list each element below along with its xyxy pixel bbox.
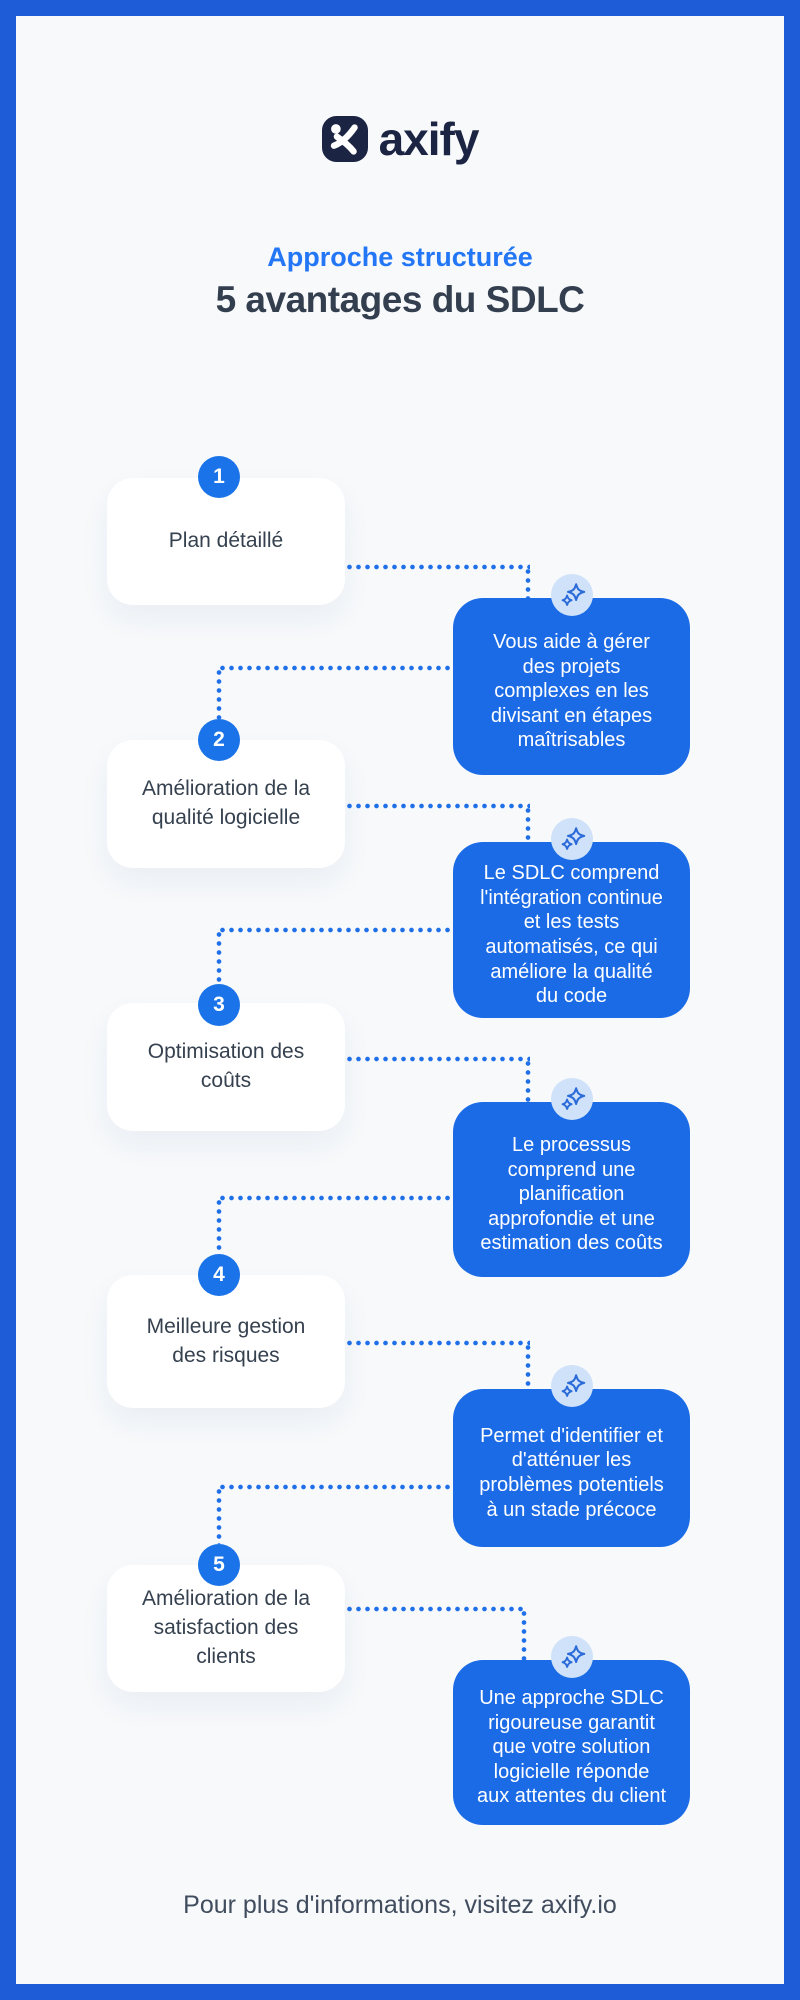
- connector-2-horizontal: [345, 803, 530, 809]
- connector-4b-horizontal: [218, 1484, 453, 1490]
- step-2-number: 2: [213, 728, 225, 751]
- connector-2-vertical: [525, 806, 531, 842]
- step-5-description: Une approche SDLC rigoureuse garantit qu…: [477, 1687, 667, 1808]
- kicker-text: Approche structurée: [267, 242, 533, 272]
- step-2-label-card: Amélioration de la qualité logicielle: [107, 740, 345, 868]
- step-5-label: Amélioration de la satisfaction des clie…: [141, 1587, 311, 1668]
- connector-5-vertical: [521, 1609, 527, 1660]
- step-4-label-card: Meilleure gestion des risques: [107, 1275, 345, 1408]
- connector-4b-vertical: [216, 1487, 222, 1544]
- step-4-description: Permet d'identifier et d'atténuer les pr…: [479, 1424, 664, 1521]
- step-1-description-card: Vous aide à gérer des projets complexes …: [453, 598, 690, 775]
- step-5-label-card: Amélioration de la satisfaction des clie…: [107, 1565, 345, 1692]
- connector-3-horizontal: [345, 1056, 530, 1062]
- page-title: 5 avantages du SDLC: [215, 279, 585, 320]
- step-2-sparkles-badge: [551, 818, 593, 860]
- connector-1-vertical: [525, 567, 531, 599]
- step-1-number-badge: 1: [198, 456, 240, 498]
- connector-3b-vertical: [216, 1198, 222, 1254]
- connector-2b-horizontal: [218, 927, 453, 933]
- axify-logo-icon: [321, 116, 368, 162]
- sparkles-icon: [561, 1644, 585, 1668]
- step-4-label: Meilleure gestion des risques: [146, 1314, 306, 1367]
- step-5-description-card: Une approche SDLC rigoureuse garantit qu…: [453, 1660, 690, 1825]
- connector-3-vertical: [525, 1059, 531, 1102]
- connector-5-horizontal: [345, 1606, 526, 1612]
- step-5-number: 5: [213, 1553, 225, 1576]
- step-2-label: Amélioration de la qualité logicielle: [141, 777, 311, 829]
- step-2-number-badge: 2: [198, 719, 240, 761]
- step-4-description-card: Permet d'identifier et d'atténuer les pr…: [453, 1389, 690, 1547]
- sparkles-icon: [561, 826, 585, 850]
- connector-1-horizontal: [345, 564, 530, 570]
- sparkles-icon: [561, 582, 585, 606]
- step-5-number-badge: 5: [198, 1544, 240, 1586]
- brand-wordmark: axify: [378, 113, 480, 165]
- step-2-description: Le SDLC comprend l'intégration continue …: [480, 862, 663, 1008]
- step-5-sparkles-badge: [551, 1636, 593, 1678]
- connector-4-vertical: [525, 1343, 531, 1389]
- step-3-number: 3: [213, 993, 225, 1016]
- step-1-label-card: Plan détaillé: [107, 478, 345, 605]
- connector-1b-vertical: [216, 668, 222, 719]
- step-4-number: 4: [213, 1263, 225, 1286]
- sparkles-icon: [561, 1086, 585, 1110]
- step-1-sparkles-badge: [551, 574, 593, 616]
- step-2-description-card: Le SDLC comprend l'intégration continue …: [453, 842, 690, 1018]
- connector-2b-vertical: [216, 930, 222, 984]
- step-4-number-badge: 4: [198, 1254, 240, 1296]
- step-3-description-card: Le processus comprend une planification …: [453, 1102, 690, 1277]
- step-3-label: Optimisation des coûts: [147, 1040, 305, 1092]
- sparkles-icon: [561, 1373, 585, 1397]
- step-3-sparkles-badge: [551, 1078, 593, 1120]
- footer-text: Pour plus d'informations, visitez axify.…: [183, 1891, 617, 1919]
- step-1-description: Vous aide à gérer des projets complexes …: [490, 631, 653, 752]
- connector-4-horizontal: [345, 1340, 530, 1346]
- step-3-description: Le processus comprend une planification …: [480, 1134, 663, 1255]
- step-4-sparkles-badge: [551, 1365, 593, 1407]
- infographic-canvas: axify Approche structurée 5 avantages du…: [16, 16, 784, 1984]
- connector-1b-horizontal: [218, 665, 453, 671]
- step-1-number: 1: [213, 465, 225, 488]
- step-3-number-badge: 3: [198, 984, 240, 1026]
- brand-logo: axify: [16, 116, 784, 162]
- connector-3b-horizontal: [218, 1195, 453, 1201]
- step-1-label: Plan détaillé: [168, 529, 284, 553]
